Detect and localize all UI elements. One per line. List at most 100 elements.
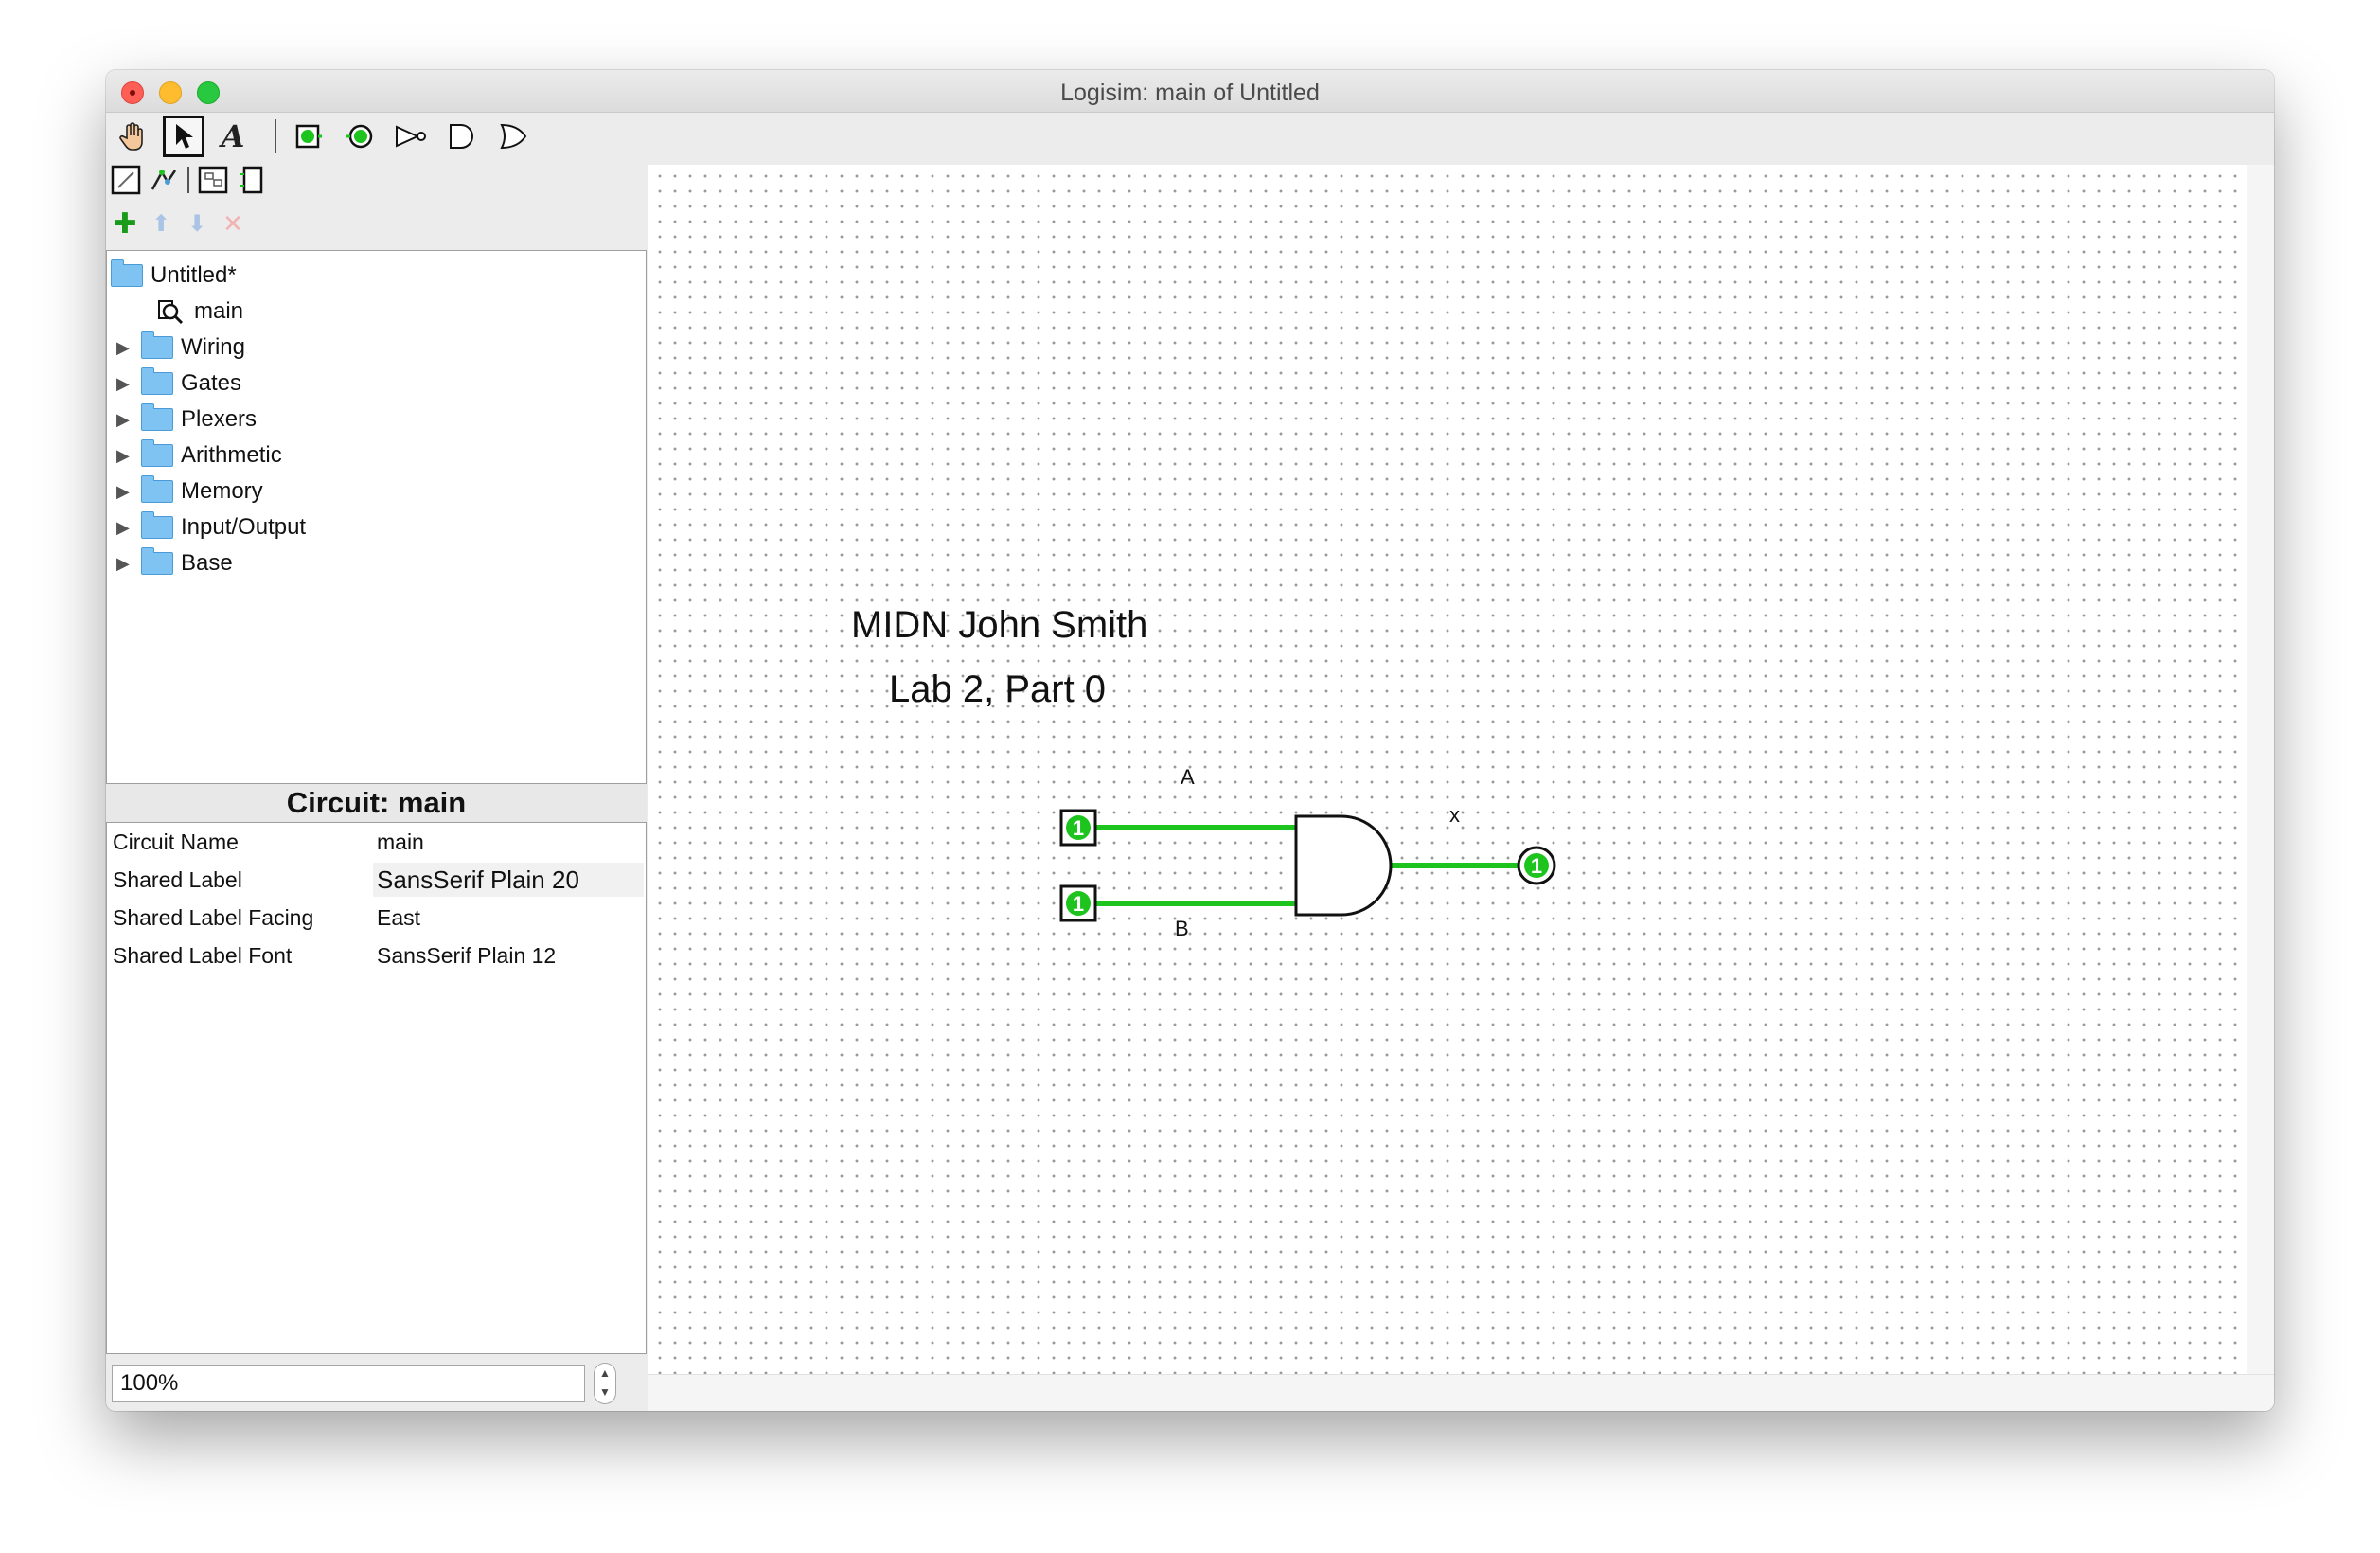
title-bar: Logisim: main of Untitled [106, 70, 2274, 113]
canvas-text-name[interactable]: MIDN John Smith [851, 604, 1148, 646]
expand-arrow-icon[interactable]: ▶ [116, 553, 130, 573]
main-toolbar: A [106, 114, 647, 161]
plus-icon: ✚ [113, 207, 137, 240]
arrow-up-icon: ⬆ [151, 210, 171, 237]
close-window-button[interactable] [121, 81, 144, 104]
add-input-pin-button[interactable] [288, 116, 329, 157]
folder-icon [111, 259, 143, 287]
output-pin-x[interactable]: 1 [1517, 846, 1556, 885]
attribute-key: Circuit Name [113, 830, 239, 854]
attribute-row-shared-label: Shared Label SansSerif Plain 20 [107, 861, 646, 899]
expand-arrow-icon[interactable]: ▶ [116, 337, 130, 357]
attribute-value-field[interactable]: SansSerif Plain 20 [377, 866, 579, 894]
tree-item-label: Input/Output [181, 514, 307, 540]
chevron-up-icon[interactable]: ▲ [599, 1366, 611, 1380]
tree-item-memory[interactable]: ▶ Memory [116, 474, 263, 509]
tree-item-wiring[interactable]: ▶ Wiring [116, 330, 245, 365]
move-circuit-up-button[interactable]: ⬆ [144, 206, 178, 241]
attribute-panel-title: Circuit: main [106, 783, 647, 823]
folder-icon [141, 511, 173, 539]
toolbar-separator [187, 167, 189, 193]
attribute-value-field[interactable]: main [377, 830, 424, 854]
output-x-value: 1 [1531, 854, 1542, 878]
minimize-window-button[interactable] [159, 81, 182, 104]
delete-x-icon: ✕ [222, 208, 243, 238]
input-b-value: 1 [1073, 892, 1084, 916]
folder-icon [141, 475, 173, 503]
expand-arrow-icon[interactable]: ▶ [116, 409, 130, 429]
expand-arrow-icon[interactable]: ▶ [116, 373, 130, 393]
maximize-window-button[interactable] [197, 81, 220, 104]
zoom-input[interactable]: 100% [112, 1365, 585, 1402]
canvas-area: MIDN John Smith Lab 2, Part 0 A B x 1 [648, 165, 2274, 1411]
add-not-gate-button[interactable] [390, 116, 432, 157]
attribute-row-circuit-name: Circuit Name main [107, 823, 646, 861]
attribute-key: Shared Label Facing [113, 905, 314, 930]
tree-item-input-output[interactable]: ▶ Input/Output [116, 510, 306, 544]
show-toolbox-button[interactable] [108, 163, 144, 197]
tree-item-main-circuit[interactable]: main [156, 295, 243, 329]
tree-item-label: Memory [181, 478, 263, 504]
tree-item-base[interactable]: ▶ Base [116, 546, 233, 580]
attribute-value-field[interactable]: SansSerif Plain 12 [377, 943, 557, 968]
attribute-key: Shared Label [113, 867, 242, 892]
zoom-stepper[interactable]: ▲ ▼ [594, 1363, 616, 1404]
expand-arrow-icon[interactable]: ▶ [116, 517, 130, 537]
explorer-toolbar [106, 163, 647, 210]
app-window: Logisim: main of Untitled A [106, 70, 2274, 1411]
add-output-pin-button[interactable] [339, 116, 381, 157]
poke-tool-button[interactable] [112, 116, 153, 157]
vertical-scrollbar[interactable] [2247, 165, 2274, 1375]
show-simulation-button[interactable] [146, 163, 182, 197]
not-gate-icon [396, 125, 426, 148]
input-pin-icon [295, 124, 322, 149]
tree-item-label: Gates [181, 370, 242, 396]
tree-item-label: Base [181, 550, 233, 576]
canvas-text-lab[interactable]: Lab 2, Part 0 [889, 669, 1107, 710]
attribute-row-shared-label-facing: Shared Label Facing East [107, 899, 646, 937]
circuit-canvas[interactable]: MIDN John Smith Lab 2, Part 0 A B x 1 [648, 165, 2248, 1375]
attribute-row-shared-label-font: Shared Label Font SansSerif Plain 12 [107, 937, 646, 974]
tree-item-arithmetic[interactable]: ▶ Arithmetic [116, 438, 282, 473]
input-a-label: A [1181, 765, 1195, 789]
appearance-icon [240, 166, 263, 194]
input-pin-a[interactable]: 1 [1059, 809, 1097, 847]
expand-arrow-icon[interactable]: ▶ [116, 445, 130, 465]
horizontal-scrollbar[interactable] [648, 1374, 2274, 1411]
expand-arrow-icon[interactable]: ▶ [116, 481, 130, 501]
text-a-icon: A [221, 118, 245, 154]
attribute-key: Shared Label Font [113, 943, 293, 968]
folder-icon [141, 403, 173, 431]
circuit-drawing: 1 1 1 [1059, 809, 1556, 922]
move-circuit-down-button[interactable]: ⬇ [180, 206, 214, 241]
edit-appearance-button[interactable] [235, 163, 271, 197]
tree-item-plexers[interactable]: ▶ Plexers [116, 402, 257, 437]
add-and-gate-button[interactable] [441, 116, 483, 157]
tree-item-project[interactable]: Untitled* [111, 259, 237, 293]
remove-circuit-button[interactable]: ✕ [216, 206, 250, 241]
attribute-value-select[interactable]: East [377, 905, 421, 930]
output-pin-icon [346, 124, 373, 149]
and-gate[interactable] [1294, 814, 1393, 917]
layout-icon [198, 166, 228, 194]
select-tool-button[interactable] [163, 116, 204, 157]
attribute-table: Circuit Name main Shared Label SansSerif… [106, 823, 647, 1353]
output-x-label: x [1449, 803, 1460, 827]
input-b-label: B [1175, 917, 1189, 940]
and-gate-icon [450, 124, 473, 149]
tree-item-gates[interactable]: ▶ Gates [116, 366, 241, 401]
simulation-tree-icon [151, 170, 177, 190]
chevron-down-icon[interactable]: ▼ [599, 1385, 611, 1399]
folder-icon [141, 547, 173, 575]
or-gate-icon [500, 123, 527, 150]
input-a-value: 1 [1073, 816, 1084, 840]
tree-item-label: main [194, 298, 244, 324]
toolbar-separator [275, 119, 276, 153]
text-tool-button[interactable]: A [212, 116, 254, 157]
input-pin-b[interactable]: 1 [1059, 884, 1097, 922]
add-or-gate-button[interactable] [492, 116, 534, 157]
attribute-value-highlight [373, 863, 644, 897]
tree-item-label: Arithmetic [181, 442, 282, 468]
add-circuit-button[interactable]: ✚ [108, 206, 142, 241]
edit-layout-button[interactable] [195, 163, 231, 197]
